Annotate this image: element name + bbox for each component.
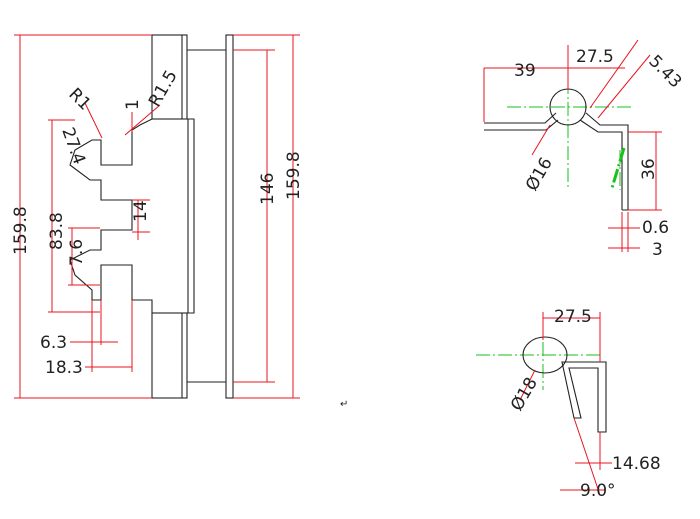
dim-plate-height: 146 (258, 173, 278, 205)
dim-5-43: 5.43 (644, 51, 685, 92)
front-view: 159.8 83.8 7.6 27.4 14 R1 1 R1.5 6.3 18.… (11, 34, 304, 399)
side-view-bottom: 27.5 Ø18 14.68 9.0° (476, 307, 661, 501)
dim-slot-height: 14 (131, 200, 151, 222)
dim-width-27-5-bottom: 27.5 (554, 307, 592, 327)
dim-overall-height-left: 159.8 (11, 206, 31, 255)
dim-14-68: 14.68 (612, 454, 661, 474)
dim-total-3: 3 (652, 240, 663, 260)
hinge-profile-bottom (561, 361, 607, 433)
dim-thickness-0-6: 0.6 (642, 218, 669, 238)
front-dimensions (14, 34, 300, 399)
hinge-profile-top (484, 112, 629, 211)
cursor-mark: ↵ (340, 399, 348, 410)
dim-diameter-16: Ø16 (522, 154, 557, 194)
dim-width-39: 39 (514, 61, 536, 81)
dim-radius-1-5: R1.5 (145, 67, 182, 111)
dim-height-36: 36 (639, 158, 659, 180)
side-view-top: 39 27.5 5.43 Ø16 36 0.6 3 (483, 39, 685, 260)
dim-radius-1: R1 (64, 84, 94, 114)
bottom-view-dimensions (519, 312, 612, 496)
dim-chamfer: 27.4 (57, 125, 89, 167)
hinge-leaf-outline (69, 118, 195, 314)
dim-tab-1: 1 (123, 99, 143, 110)
dim-offset-1: 6.3 (40, 333, 67, 353)
dim-diameter-18: Ø18 (507, 374, 542, 414)
dim-overall-height-right: 159.8 (284, 151, 304, 200)
dim-width-27-5-top: 27.5 (576, 47, 614, 67)
knuckle-circle-bottom (522, 336, 568, 374)
dim-angle-9: 9.0° (580, 481, 616, 501)
dim-slot-span: 83.8 (47, 212, 67, 250)
dim-slot-gap: 7.6 (67, 239, 87, 266)
hinge-plate (225, 34, 234, 399)
top-view-dimensions (483, 39, 662, 252)
dim-offset-2: 18.3 (45, 358, 83, 378)
